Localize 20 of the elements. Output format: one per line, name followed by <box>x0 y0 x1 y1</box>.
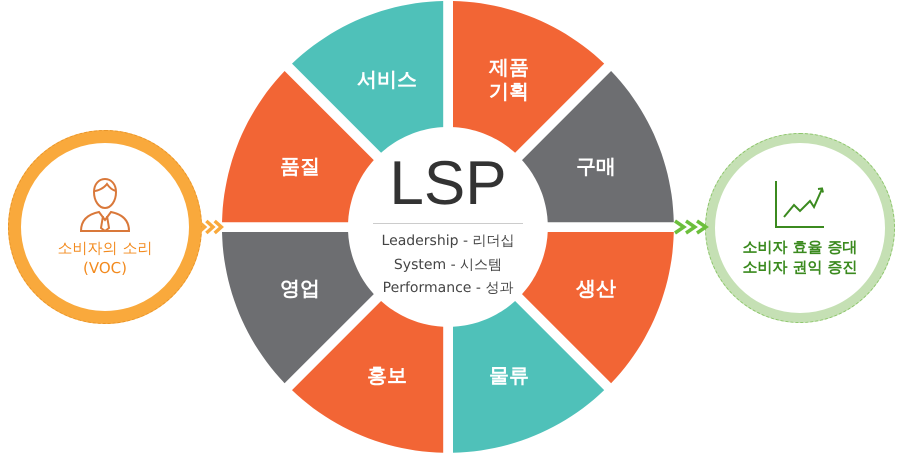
wheel-segment <box>292 301 443 453</box>
segment-label: 영업 <box>279 276 322 300</box>
process-wheel <box>222 1 674 453</box>
segment-label: 서비스 <box>356 67 417 92</box>
chevron-arrow <box>673 219 709 235</box>
wheel-segment <box>452 1 604 153</box>
segment-label: 홍보 <box>366 362 408 387</box>
center-title: LSP <box>373 152 523 224</box>
circle-label: 소비자 효율 증대 소비자 권익 증진 <box>741 236 859 278</box>
center-text: Performance - 성과 <box>382 279 514 298</box>
segment-label: 구매 <box>574 154 617 178</box>
segment-label: 생산 <box>574 276 617 300</box>
wheel-segment <box>452 301 604 453</box>
circle-label: 소비자의 소리 (VOC) <box>56 238 154 278</box>
segment-label: 제품 기획 <box>488 55 530 104</box>
wheel-segment <box>292 1 443 153</box>
segment-label: 물류 <box>488 362 530 387</box>
center-text: System - 시스템 <box>394 256 502 275</box>
segment-label: 품질 <box>279 154 322 178</box>
center-text: Leadership - 리더십 <box>382 232 514 251</box>
